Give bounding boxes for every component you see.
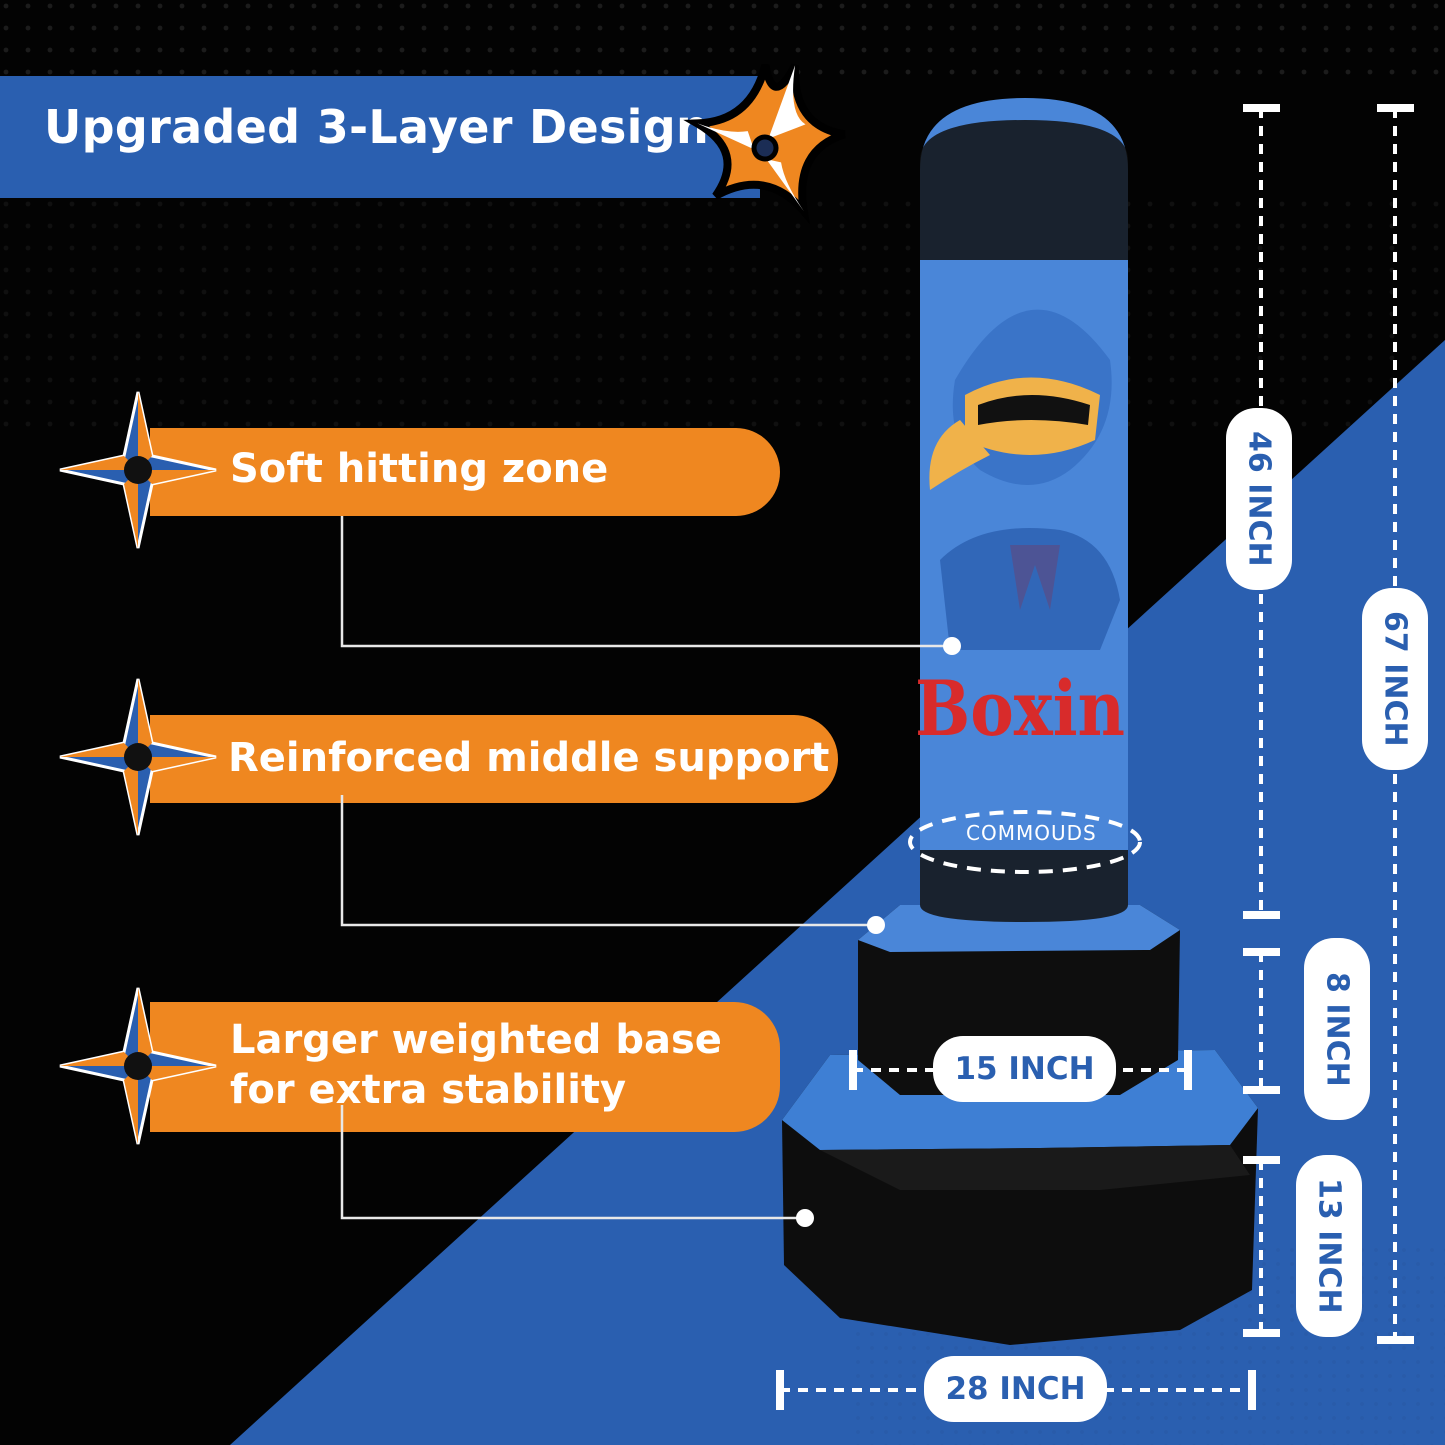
feature-label-base-line1: Larger weighted base: [230, 1017, 722, 1063]
dim-base-width: 28 INCH: [924, 1356, 1107, 1422]
page-title: Upgraded 3-Layer Design: [44, 100, 710, 154]
dim-total-height: 67 INCH: [1362, 588, 1428, 770]
title-banner: [0, 76, 760, 198]
feature-pill-soft-zone: [150, 428, 780, 516]
feature-pill-middle-support: [150, 715, 838, 803]
feature-label-soft-zone: Soft hitting zone: [230, 446, 609, 492]
feature-label-middle-support: Reinforced middle support: [228, 735, 830, 781]
dim-middle-width: 15 INCH: [933, 1036, 1116, 1102]
feature-label-base-line2: for extra stability: [230, 1067, 627, 1113]
dim-top-height: 46 INCH: [1226, 408, 1292, 590]
dim-middle-height: 8 INCH: [1304, 938, 1370, 1120]
dim-base-height: 13 INCH: [1296, 1155, 1362, 1337]
